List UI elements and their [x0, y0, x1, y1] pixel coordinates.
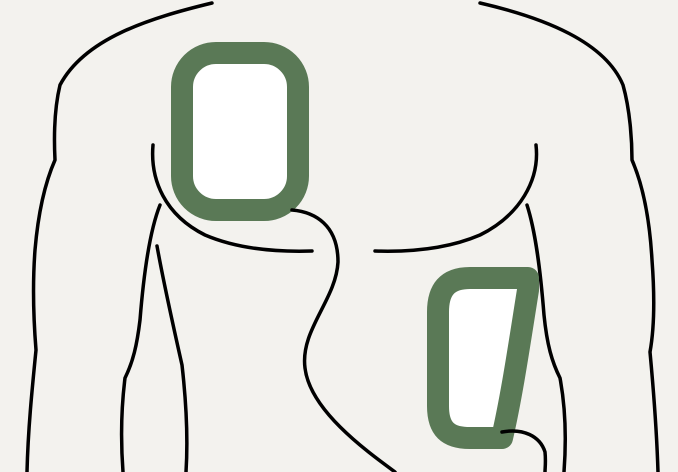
- lower-left-side-pad: [438, 278, 528, 438]
- upper-right-chest-pad: [182, 53, 298, 210]
